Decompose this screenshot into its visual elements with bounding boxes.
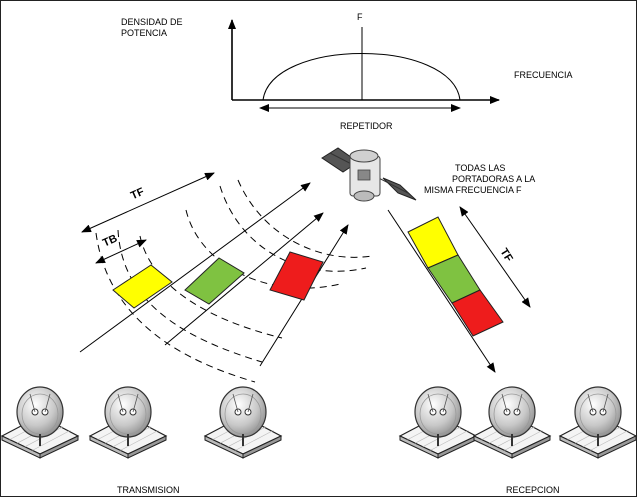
center-frequency-label: F <box>357 12 363 22</box>
downlink-frame-duration-arrow <box>459 206 531 308</box>
transmission-label: TRANSMISION <box>117 485 180 495</box>
same-frequency-note: TODAS LAS PORTADORAS A LA MISMA FRECUENC… <box>424 163 536 196</box>
repeater-label: REPETIDOR <box>340 121 393 131</box>
downlink-burst-red <box>451 289 504 337</box>
power-density-axis-label: DENSIDAD DE POTENCIA <box>121 17 183 39</box>
frequency-axis-label: FRECUENCIA <box>514 70 573 80</box>
uplink-frame-duration-arrow <box>81 172 215 233</box>
same-frequency-note-line2: PORTADORAS A LA <box>452 174 536 184</box>
uplink-burst-green <box>184 257 245 305</box>
transmit-station-1-dish-icon <box>0 386 80 459</box>
same-frequency-note-line3: MISMA FRECUENCIA F <box>424 185 522 195</box>
downlink-beam <box>387 209 496 373</box>
transmit-station-2-dish-icon <box>88 386 168 459</box>
receive-station-2-dish-icon <box>472 386 552 459</box>
power-density-label-line2: POTENCIA <box>121 28 168 38</box>
same-frequency-note-line1: TODAS LAS <box>455 163 506 173</box>
spectrum-plot <box>228 19 500 112</box>
power-density-label-line1: DENSIDAD DE <box>121 17 183 27</box>
uplink-burst-red <box>269 251 324 301</box>
receive-station-3-dish-icon <box>558 386 638 459</box>
uplink-burst-duration-arrow <box>95 239 147 264</box>
earth-stations <box>0 386 638 459</box>
reception-label: RECEPCION <box>506 485 560 495</box>
satellite-icon <box>321 147 417 202</box>
receive-station-1-dish-icon <box>398 386 478 459</box>
transmit-station-3-dish-icon <box>203 386 283 459</box>
uplink-burst-yellow <box>112 264 173 309</box>
